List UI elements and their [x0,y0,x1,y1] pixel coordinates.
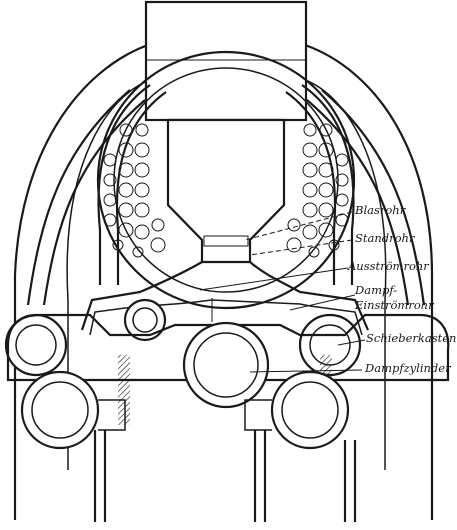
label-dampf-einstroemrohr-line1: Dampf- [355,283,398,297]
label-standrohr: Standrohr [355,231,415,245]
label-dampfzylinder: Dampfzylinder [365,361,451,375]
label-blasrohr: Blasrohr [355,203,406,217]
label-dampf-einstroemrohr-line2: Einströmrohr [355,298,434,312]
cylinder-saddle [6,313,450,382]
valve-chest-center [123,298,167,342]
leader-lines [199,211,366,373]
inner-casing [66,79,387,470]
cylinder-left [20,370,100,450]
chimney [144,0,308,122]
cylinder-center [182,321,270,409]
exhaust-pipe [80,261,370,331]
cylinder-right [270,370,350,450]
label-schieberkasten: Schieberkasten [366,331,457,345]
outer-casing [13,43,434,520]
steam-pipe-right [285,84,355,285]
boiler-shell [96,50,356,310]
label-ausstroemrohr: Ausströmrohr [348,259,429,273]
steam-pipe-left [97,84,167,285]
petticoat-pipe [166,118,286,264]
frames [93,430,357,522]
boiler-tubes [103,123,349,258]
